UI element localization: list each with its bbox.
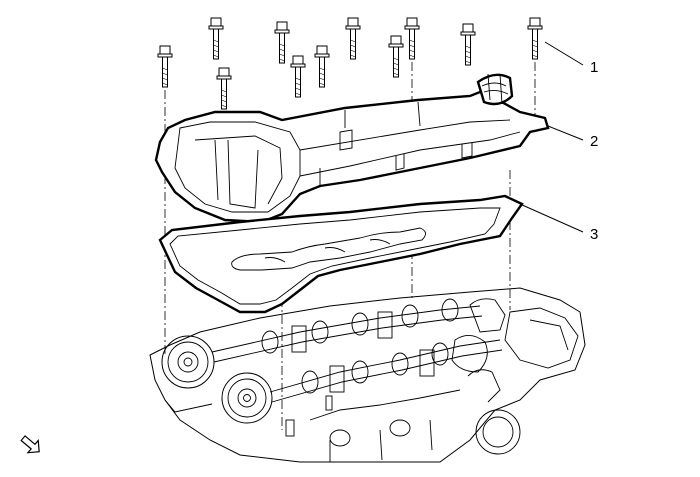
front-direction-arrow-icon [20,435,40,454]
alignment-lines [164,62,536,430]
engine-cylinder-head [149,287,586,463]
bolt [314,45,330,88]
bolt [208,17,224,60]
cover-gasket [158,194,524,314]
callout-1: 1 [590,59,598,76]
callout-3: 3 [590,226,598,243]
leader-lines [519,41,584,233]
callout-2: 2 [590,133,598,150]
bolt [216,67,232,110]
bolt [157,45,173,88]
bolt [527,17,543,60]
bolt [388,35,404,78]
callout-labels: 1 2 3 [590,59,598,243]
cover-bolts [157,17,543,110]
bolt [274,21,290,64]
bolt [290,55,306,98]
bolt [460,23,476,66]
bolt [404,17,420,60]
camshaft-cover [154,73,550,224]
bolt [345,17,361,60]
